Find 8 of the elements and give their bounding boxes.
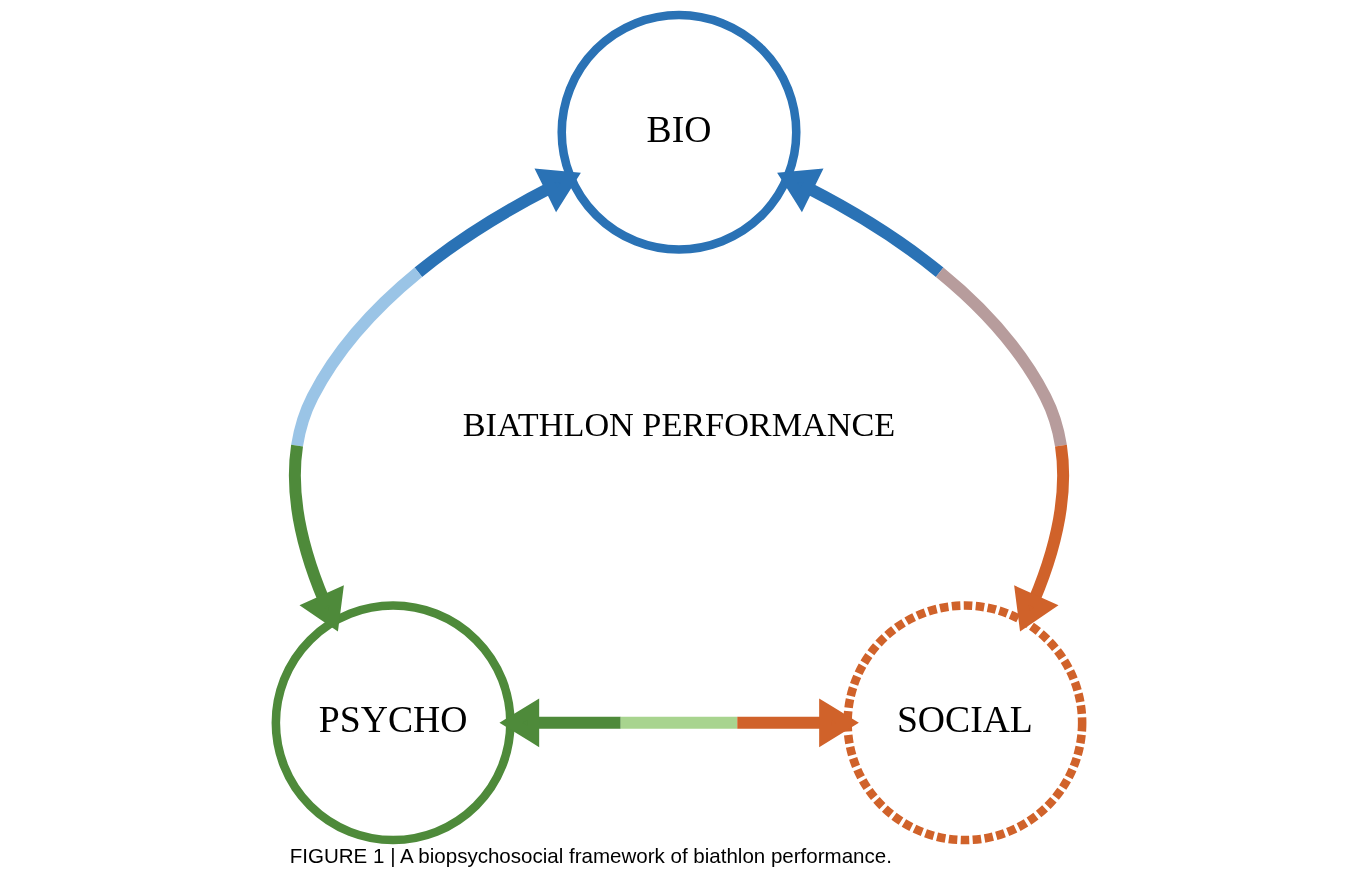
node-circle: PSYCHO <box>271 601 515 845</box>
label: BIATHLON PERFORMANCE <box>462 405 896 444</box>
arrow <box>499 698 859 748</box>
arrow <box>288 168 581 632</box>
caption: FIGURE 1 | A biopsychosocial framework of biathlon performance. <box>289 844 892 868</box>
node-circle: SOCIAL <box>843 601 1087 845</box>
node-circle: BIO <box>557 10 801 254</box>
arrow <box>777 168 1070 632</box>
